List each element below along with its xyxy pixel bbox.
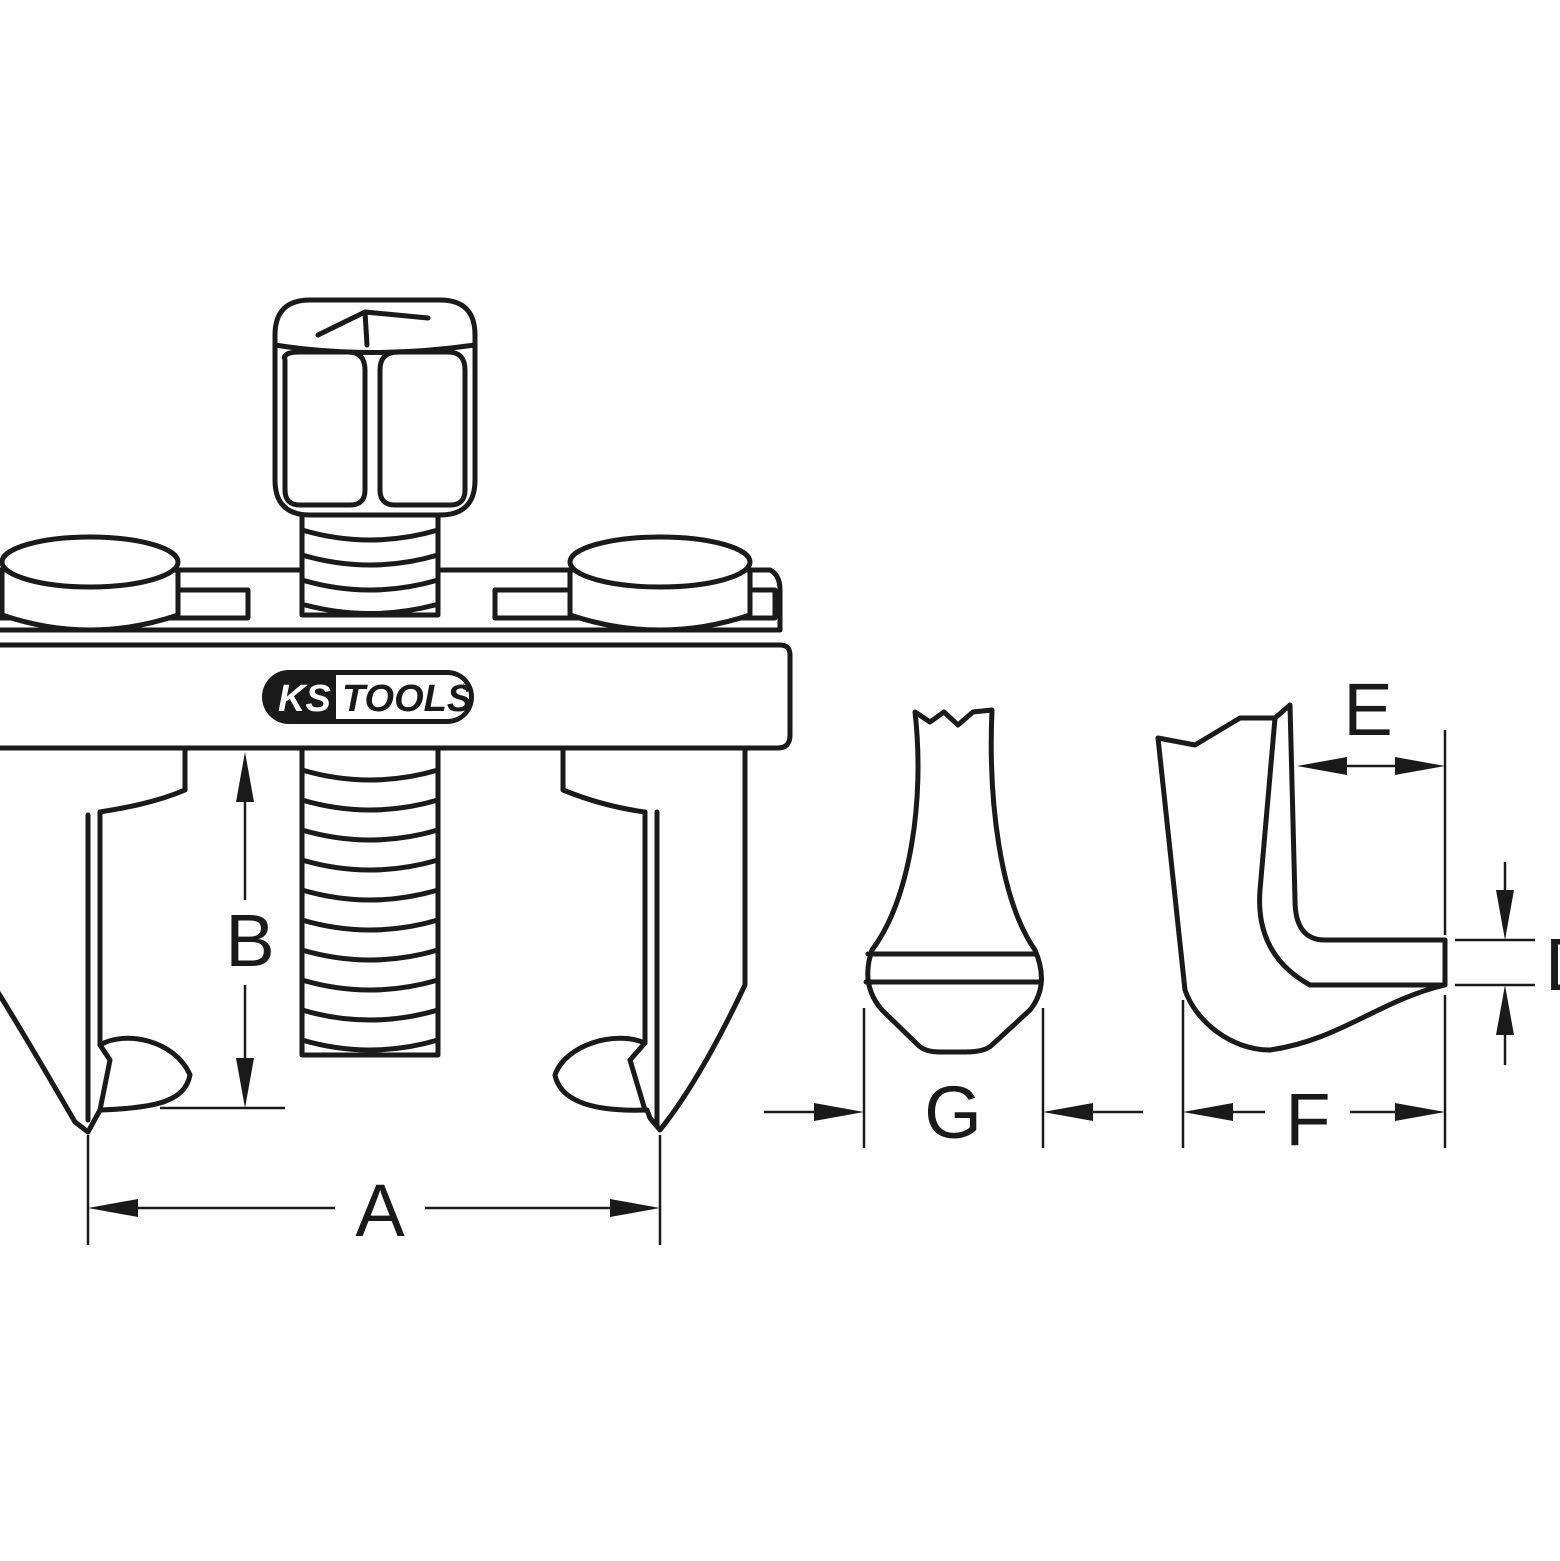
dimension-e: E (1297, 668, 1447, 935)
thread-upper (299, 527, 441, 616)
hex-nut (272, 297, 478, 518)
dimension-d: D (1455, 862, 1560, 1065)
label-b: B (225, 899, 274, 982)
logo-registered-mark: ® (462, 682, 470, 693)
label-g: G (924, 1071, 982, 1154)
label-e: E (1343, 668, 1392, 751)
right-jaw (552, 742, 748, 1133)
dimension-f: F (1181, 995, 1447, 1161)
label-a: A (355, 1169, 405, 1252)
dimension-b: B (160, 752, 285, 1110)
label-d: D (1545, 923, 1560, 1006)
logo-tools-text: TOOLS (342, 678, 472, 720)
dimension-a: A (86, 1135, 662, 1252)
label-f: F (1285, 1078, 1330, 1161)
dimension-g: G (764, 1008, 1143, 1154)
jaw-front-view (863, 707, 1044, 1055)
left-knob (0, 534, 181, 633)
thread-lower (299, 767, 441, 1053)
right-knob (567, 534, 753, 633)
left-jaw (0, 742, 193, 1135)
puller-body: KS TOOLS ® (0, 297, 793, 1135)
logo-ks-text: KS (278, 678, 331, 720)
ks-tools-logo: KS TOOLS ® (262, 670, 474, 724)
jaw-side-view (1155, 702, 1448, 1053)
